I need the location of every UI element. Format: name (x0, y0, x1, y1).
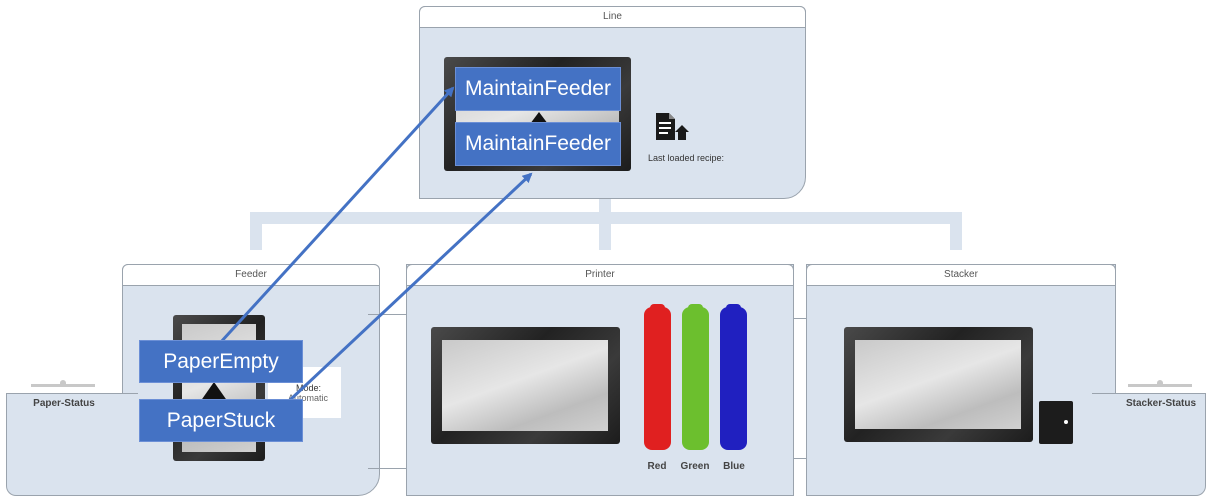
tree-connector-feeder (250, 212, 262, 250)
document-upload-icon (656, 113, 689, 140)
feeder-warning-icon (200, 382, 228, 402)
stacker-hmi-display (855, 340, 1021, 429)
stacker-status-panel (1092, 393, 1206, 496)
arrow-paper-stuck-to-maintain (288, 172, 533, 402)
ink-cap-green (688, 304, 703, 310)
paper-status-label: Paper-Status (33, 398, 95, 409)
paper-status-panel (6, 393, 138, 496)
stacker-door-handle (1064, 420, 1068, 424)
stacker-door-icon[interactable] (1039, 401, 1073, 444)
feeder-mode-label: Mode: (296, 383, 322, 393)
printer-stacker-link-top (780, 318, 820, 319)
tree-connector-horizontal (250, 212, 962, 224)
ink-cartridge-blue[interactable] (720, 307, 747, 450)
arrow-paper-empty-to-maintain (218, 86, 455, 345)
feeder-panel-title: Feeder (122, 264, 380, 286)
ink-cartridge-red[interactable] (644, 307, 671, 450)
tree-connector-stacker (950, 212, 962, 250)
alarm-maintain-feeder-2[interactable]: MaintainFeeder (455, 122, 621, 166)
paper-status-tray-knob (60, 380, 66, 385)
ink-cap-red (650, 304, 665, 310)
alarm-maintain-feeder-1[interactable]: MaintainFeeder (455, 67, 621, 111)
stacker-status-label: Stacker-Status (1125, 398, 1197, 409)
stacker-panel-title: Stacker (806, 264, 1116, 286)
stacker-status-tray-knob (1157, 380, 1163, 385)
stacker-hmi-screen[interactable] (844, 327, 1033, 442)
last-loaded-recipe-label: Last loaded recipe: (648, 153, 725, 163)
ink-cap-blue (726, 304, 741, 310)
feeder-printer-link-top (368, 314, 418, 315)
stacker-status-tray (1128, 384, 1192, 387)
ink-label-green: Green (680, 461, 710, 472)
ink-label-blue: Blue (723, 461, 745, 472)
tree-connector-vertical (599, 198, 611, 250)
printer-hmi-display (442, 340, 608, 431)
printer-panel-title: Printer (406, 264, 794, 286)
printer-stacker-link-bottom (780, 458, 820, 459)
paper-status-tray (31, 384, 95, 387)
feeder-printer-link-bottom (368, 468, 418, 469)
alarm-paper-stuck[interactable]: PaperStuck (139, 399, 303, 442)
ink-label-red: Red (647, 461, 667, 472)
printer-hmi-screen[interactable] (431, 327, 620, 444)
ink-cartridge-green[interactable] (682, 307, 709, 450)
feeder-mode-value: Automatic (288, 393, 329, 403)
line-panel-title: Line (419, 6, 806, 28)
alarm-paper-empty[interactable]: PaperEmpty (139, 340, 303, 383)
